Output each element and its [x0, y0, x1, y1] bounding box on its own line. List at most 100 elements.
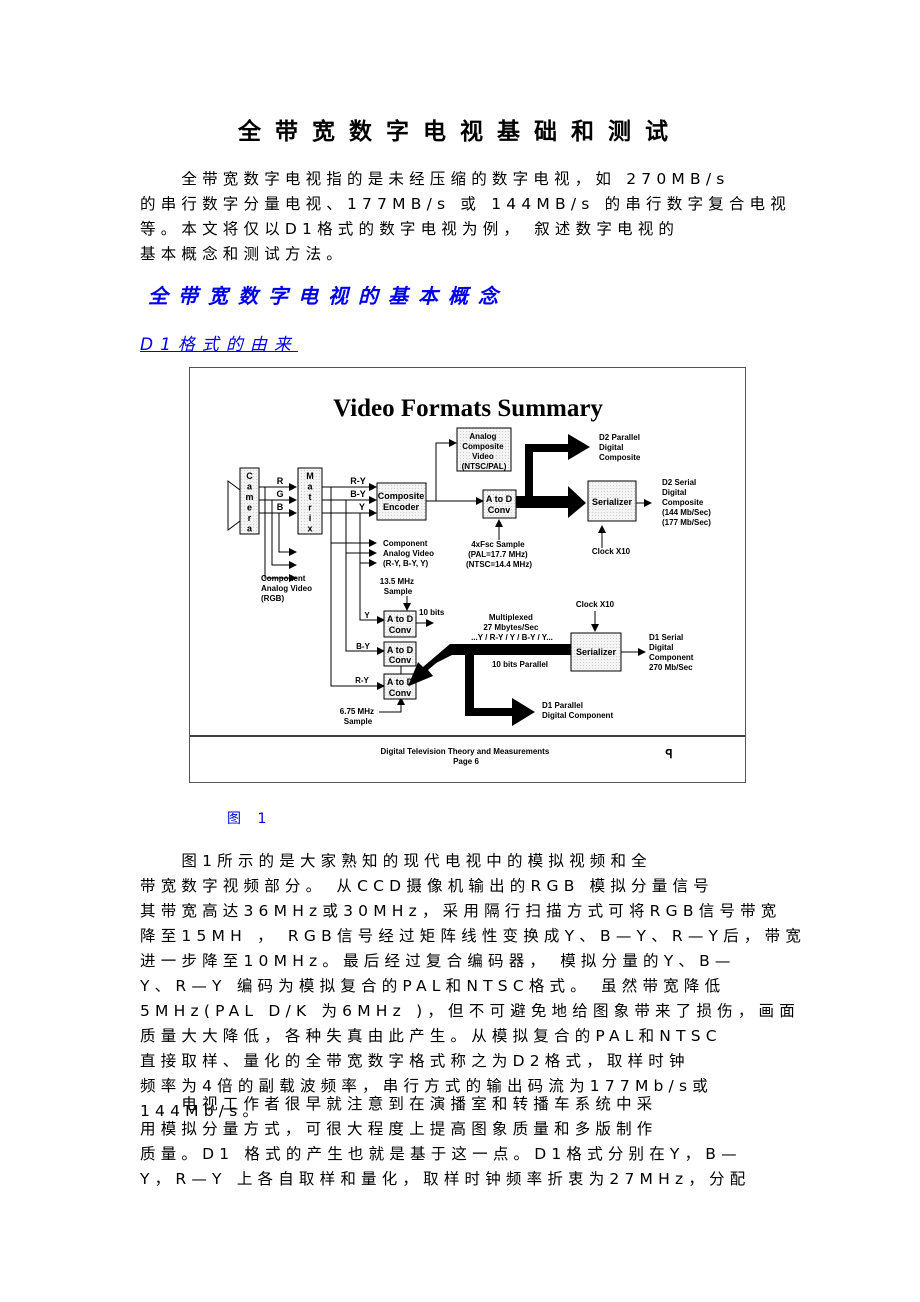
para-line: 进一步降至10MHz。最后经过复合编码器， 模拟分量的Y、B— [140, 952, 736, 970]
sample-135-label: 13.5 MHz [380, 577, 414, 586]
component-analog-yuv-label: (R-Y, B-Y, Y) [383, 559, 429, 568]
para-line: 图1所示的是大家熟知的现代电视中的模拟视频和全 [140, 852, 652, 870]
body-paragraph-1: 图1所示的是大家熟知的现代电视中的模拟视频和全 带宽数字视频部分。 从CCD摄像… [140, 849, 807, 1124]
serializer-d1-block [570, 632, 622, 672]
matrix-output-label: R-Y [350, 476, 366, 486]
d2-serial-label: (177 Mb/Sec) [662, 518, 711, 527]
intro-paragraph: 全带宽数字电视指的是未经压缩的数字电视，如 270MB/s 的串行数字分量电视、… [140, 167, 791, 267]
para-line: 带宽数字视频部分。 从CCD摄像机输出的RGB 模拟分量信号 [140, 877, 714, 895]
component-analog-rgb-label: Component [261, 574, 306, 583]
d1-serial-label: D1 Serial [649, 633, 683, 642]
lens-icon [227, 480, 241, 531]
d1-parallel-label: Digital Component [542, 711, 613, 720]
composite-encoder-label: Composite [378, 491, 425, 501]
d2-parallel-label: Digital [599, 443, 623, 452]
subsection-heading-link[interactable]: D1格式的由来 [140, 335, 298, 355]
composite-encoder-block [376, 482, 427, 521]
svg-text:6.75 MHz Sample: 6.75 MHz Sample [340, 707, 376, 726]
d1-thick-arrow-down [465, 651, 535, 726]
clock-label: Clock X10 [576, 600, 615, 609]
multiplexed-label: 27 Mbytes/Sec [483, 623, 539, 632]
para-line: 频率为4倍的副载波频率，串行方式的输出码流为177Mb/s或 [140, 1077, 713, 1095]
para-line: 144Mb/s。 [140, 1102, 264, 1120]
atod-label: Conv [389, 688, 412, 698]
document-title: 全带宽数字电视基础和测试 [238, 119, 682, 145]
section-heading: 全带宽数字电视的基本概念 [148, 284, 508, 308]
d2-serial-label: Composite [662, 498, 704, 507]
camera-letter: C [246, 471, 253, 481]
d2-serial-label: (144 Mb/Sec) [662, 508, 711, 517]
matrix-letter: r [308, 503, 312, 513]
serializer-d2-block [587, 480, 637, 522]
matrix-letter: a [307, 482, 313, 492]
ten-bits-label: 10 bits [419, 608, 445, 617]
component-analog-rgb-label: (RGB) [261, 594, 284, 603]
figure-caption: 图 1 [227, 811, 273, 827]
fsc-sample-label: (NTSC=14.4 MHz) [466, 560, 532, 569]
svg-text:Multiplexed 27 Mbytes/Se: Multiplexed 27 Mbytes/Sec ...Y / R-Y / Y… [471, 613, 553, 642]
svg-text:D2 Parallel Digital: D2 Parallel Digital Composite [599, 433, 642, 462]
rgb-label: R [277, 476, 284, 486]
para-line: 用模拟分量方式，可很大程度上提高图象质量和多版制作 [140, 1120, 658, 1138]
atod-y-block [383, 610, 417, 638]
matrix-letter: t [309, 492, 312, 502]
d1-serial-label: Component [649, 653, 694, 662]
component-analog-yuv-label: Component [383, 539, 428, 548]
intro-line: 等。本文将仅以D1格式的数字电视为例， 叙述数字电视的 [140, 220, 680, 238]
intro-line: 的串行数字分量电视、177MB/s 或 144MB/s 的串行数字复合电视 [140, 195, 791, 213]
sample-135-label: Sample [384, 587, 413, 596]
svg-text:Component Analog Video: Component Analog Video (RGB) [261, 574, 314, 603]
matrix-output-label: Y [359, 502, 365, 512]
svg-text:Component Analog Video: Component Analog Video (R-Y, B-Y, Y) [383, 539, 436, 568]
para-line: Y、R—Y 编码为模拟复合的PAL和NTSC格式。 虽然带宽降低 [140, 977, 726, 995]
analog-composite-block [456, 427, 512, 472]
sample-675-label: Sample [344, 717, 373, 726]
composite-encoder-label: Encoder [383, 502, 420, 512]
camera-letter: a [247, 524, 253, 534]
d2-thick-arrows [516, 434, 590, 518]
svg-text:D1 Parallel Digital Comp: D1 Parallel Digital Component [542, 701, 613, 720]
atod-label: Conv [389, 625, 412, 635]
analog-composite-label: (NTSC/PAL) [462, 462, 507, 471]
matrix-letter: i [309, 513, 312, 523]
camera-letter: r [248, 513, 252, 523]
d2-parallel-label: Composite [599, 453, 641, 462]
svg-text:D1 Serial Digital: D1 Serial Digital Component 270 Mb/Sec [649, 633, 696, 672]
serializer-label: Serializer [592, 497, 633, 507]
svg-text:Analog Composite V: Analog Composite Video (NTSC/PAL) [462, 432, 507, 471]
matrix-letter: M [306, 471, 314, 481]
d1-serial-label: Digital [649, 643, 673, 652]
adc-input-label: Y [364, 611, 370, 620]
diagram-title: Video Formats Summary [333, 395, 603, 422]
camera-block [239, 467, 260, 535]
atod-label: A to D [486, 494, 513, 504]
para-line: 直接取样、量化的全带宽数字格式称之为D2格式，取样时钟 [140, 1052, 690, 1070]
svg-text:Digital Television Theory and: Digital Television Theory and Measuremen… [380, 747, 551, 766]
camera-letter: m [245, 492, 253, 502]
atod-label: A to D [387, 677, 414, 687]
d1-serial-label: 270 Mb/Sec [649, 663, 693, 672]
camera-letter: e [247, 503, 252, 513]
atod-composite-block [482, 489, 517, 519]
para-line: 电视工作者很早就注意到在演播室和转播车系统中采 [140, 1095, 658, 1113]
analog-composite-label: Composite [462, 442, 504, 451]
component-analog-rgb-label: Analog Video [261, 584, 312, 593]
component-analog-yuv-label: Analog Video [383, 549, 434, 558]
atod-label: A to D [387, 614, 414, 624]
d2-serial-label: D2 Serial [662, 478, 696, 487]
svg-text:D2 Serial Digital: D2 Serial Digital Composite (144 Mb/Sec)… [662, 478, 713, 527]
rgb-label: B [277, 502, 284, 512]
serializer-label: Serializer [576, 647, 617, 657]
d1-parallel-label: D1 Parallel [542, 701, 583, 710]
footer-page: Page 6 [453, 757, 479, 766]
atod-ry-block [383, 673, 417, 700]
para-line: 降至15MH ， RGB信号经过矩阵线性变换成Y、B—Y、R—Y后，带宽 [140, 927, 807, 945]
tektronix-logo-icon: ꟼ [665, 747, 672, 761]
fsc-sample-label: (PAL=17.7 MHz) [468, 550, 528, 559]
